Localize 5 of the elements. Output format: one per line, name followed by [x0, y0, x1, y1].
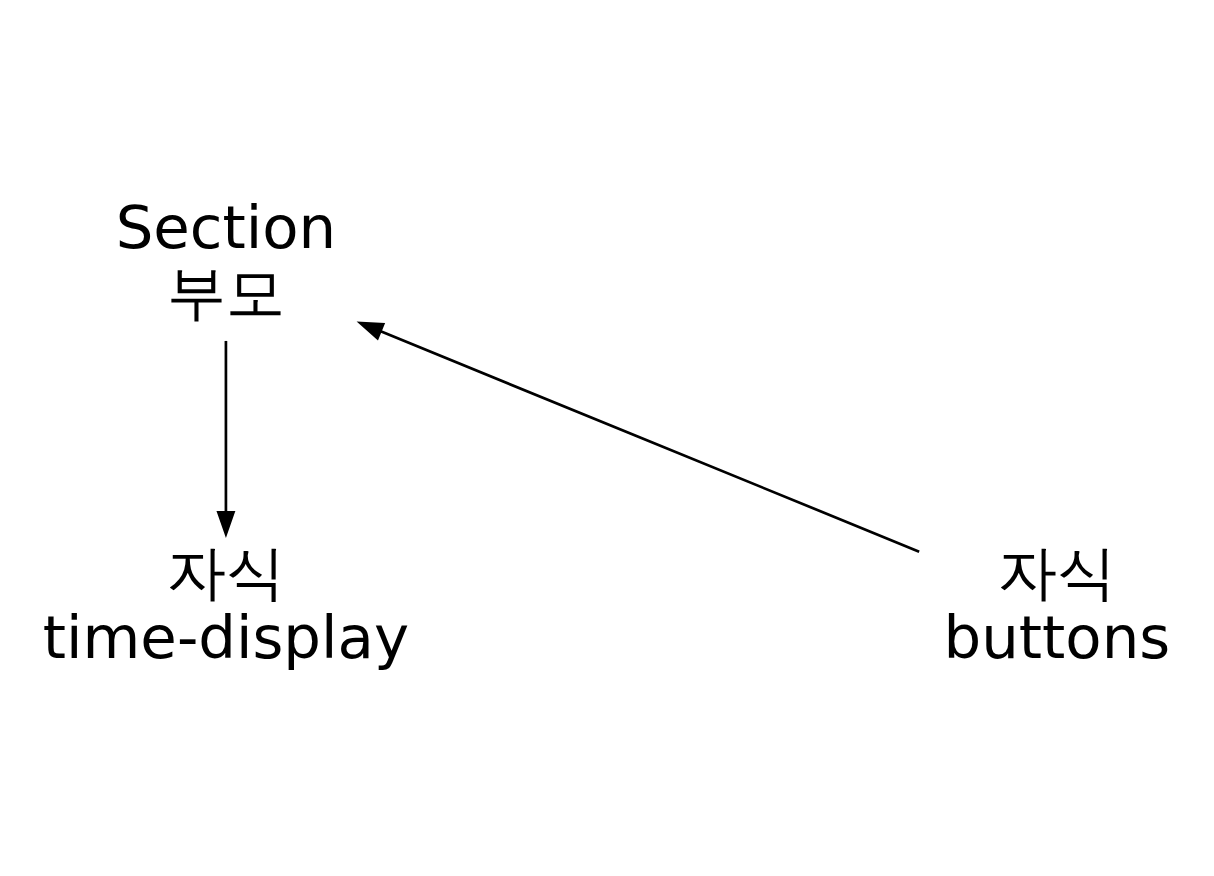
arrow — [356, 321, 920, 553]
node-text: 자식 time-display — [42, 538, 410, 673]
node-text: 자식 buttons — [943, 538, 1171, 673]
arrow — [216, 340, 236, 539]
node-text: Section 부모 — [115, 193, 337, 327]
